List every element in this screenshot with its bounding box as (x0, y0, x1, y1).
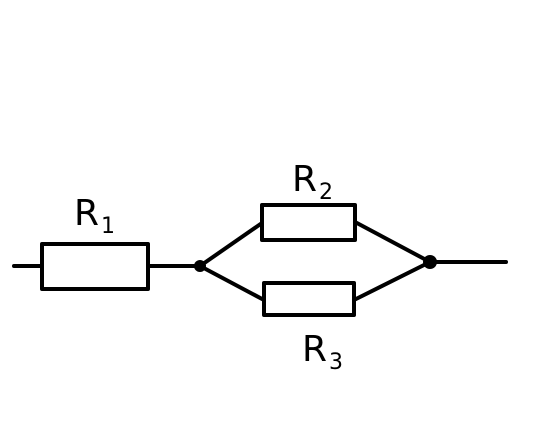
label-r1-symbol: R (74, 193, 100, 234)
upper-branch-right-wire (353, 220, 432, 264)
label-r3-symbol: R (302, 329, 328, 370)
label-r3: R3 (302, 329, 343, 374)
lower-branch-right-wire (352, 260, 432, 302)
label-r3-subscript: 3 (329, 350, 344, 375)
label-r2-subscript: 2 (319, 180, 334, 205)
label-r1: R1 (74, 193, 115, 238)
label-r2-symbol: R (292, 159, 318, 200)
resistor-r2 (260, 203, 357, 242)
resistor-r3 (262, 281, 356, 317)
label-r2: R2 (292, 159, 333, 204)
resistor-r1 (40, 242, 150, 291)
lower-branch-left-wire (198, 264, 266, 302)
label-r1-subscript: 1 (101, 214, 116, 239)
upper-branch-left-wire (198, 221, 264, 268)
